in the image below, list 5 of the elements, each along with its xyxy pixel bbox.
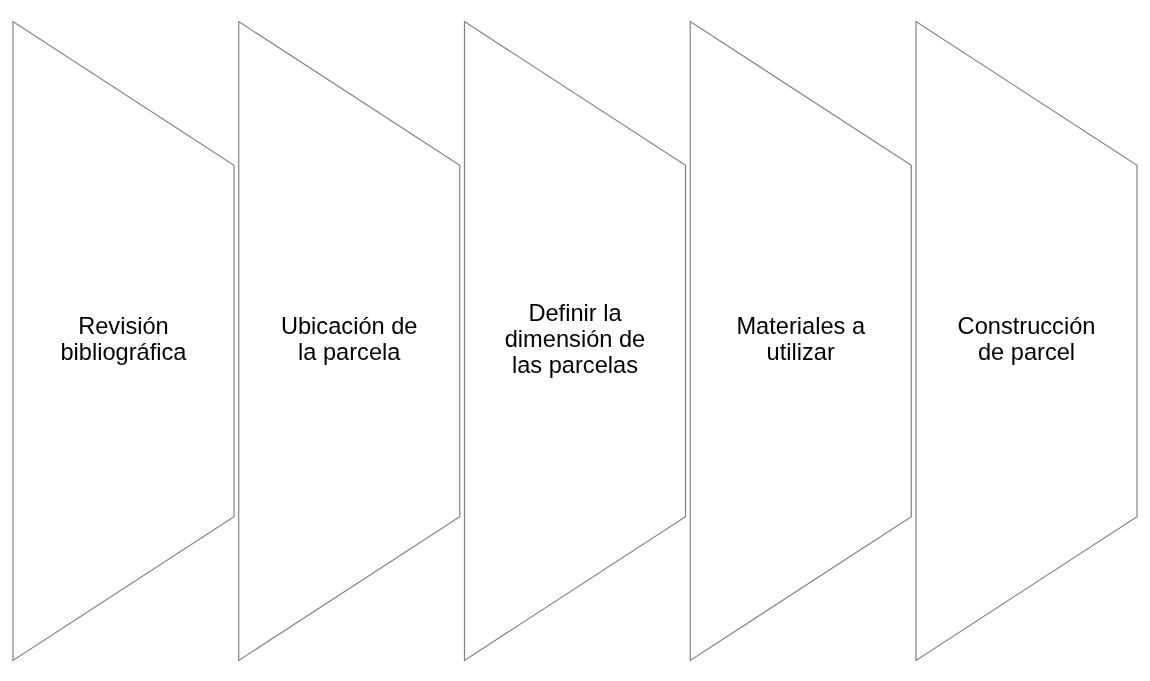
node-box: Definir la dimensión de las parcelas bbox=[463, 20, 687, 661]
node-box: Construcción de parcel bbox=[915, 20, 1138, 661]
node-box: Ubicación de la parcela bbox=[238, 20, 461, 661]
node-box: Revisión bibliográfica bbox=[12, 20, 235, 661]
node-box: Materiales a utilizar bbox=[689, 20, 912, 661]
